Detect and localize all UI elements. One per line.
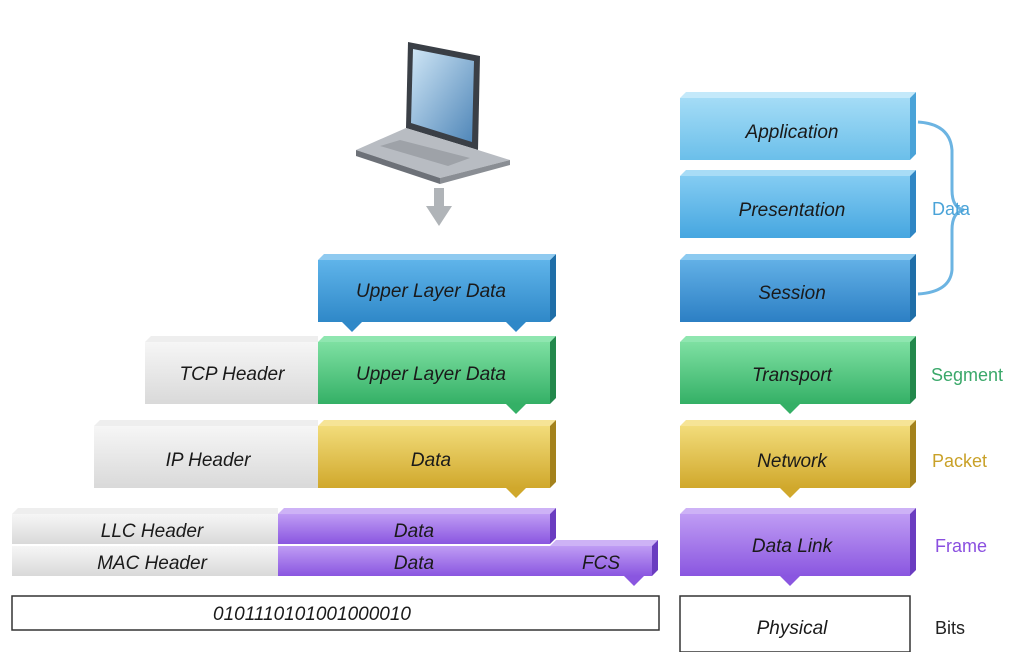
frame-rows: LLC Header Data MAC Header Data FCS (12, 508, 658, 586)
pdu-packet-label: Packet (932, 451, 987, 471)
osi-layer-presentation: Presentation (680, 170, 916, 238)
layer-session-label: Session (758, 283, 826, 304)
segment-row: TCP Header Upper Layer Data (145, 336, 556, 414)
osi-layer-transport: Transport (680, 336, 916, 414)
packet-data-block (318, 426, 550, 488)
layer-network-label: Network (757, 451, 828, 472)
layer-datalink-label: Data Link (752, 536, 834, 557)
osi-layer-application: Application (680, 92, 916, 160)
tcp-header-block (145, 342, 318, 404)
osi-layer-network: Network (680, 420, 916, 498)
segment-data-block (318, 342, 550, 404)
upper-layers-brace (917, 120, 965, 296)
mac-data-block (278, 546, 550, 576)
pdu-segment-label: Segment (931, 365, 1003, 385)
tcp-header-label: TCP Header (180, 364, 286, 385)
layer-transport-label: Transport (752, 365, 833, 386)
layer-presentation-label: Presentation (739, 200, 846, 221)
laptop-icon (356, 42, 510, 184)
llc-data-label: Data (394, 521, 434, 542)
ip-header-block (94, 426, 318, 488)
ip-header-label: IP Header (166, 450, 252, 471)
packet-row: IP Header Data (94, 420, 556, 498)
osi-layer-physical: Physical (679, 595, 911, 652)
bits-value: 0101110101001000010 (213, 604, 411, 625)
osi-layer-session: Session (680, 254, 916, 322)
pdu-bits-label: Bits (935, 618, 965, 638)
layer-application-label: Application (745, 122, 839, 143)
mac-header-label: MAC Header (97, 553, 207, 574)
bits-box (11, 595, 660, 631)
llc-data-block (278, 514, 550, 544)
packet-data-label: Data (411, 450, 451, 471)
upper-layer-data-block: Upper Layer Data (318, 254, 556, 332)
down-arrow-icon (426, 188, 452, 226)
mac-header-block (12, 546, 278, 576)
upper-layer-data-label: Upper Layer Data (356, 281, 506, 302)
pdu-data-label: Data (932, 199, 971, 219)
osi-layer-datalink: Data Link (680, 508, 916, 586)
segment-data-label: Upper Layer Data (356, 364, 506, 385)
llc-header-label: LLC Header (101, 521, 204, 542)
pdu-frame-label: Frame (935, 536, 987, 556)
mac-data-label: Data (394, 553, 434, 574)
llc-header-block (12, 514, 278, 544)
layer-physical-label: Physical (757, 618, 829, 639)
fcs-block (550, 546, 652, 576)
fcs-label: FCS (582, 553, 620, 574)
bits-row: 0101110101001000010 (11, 595, 660, 631)
